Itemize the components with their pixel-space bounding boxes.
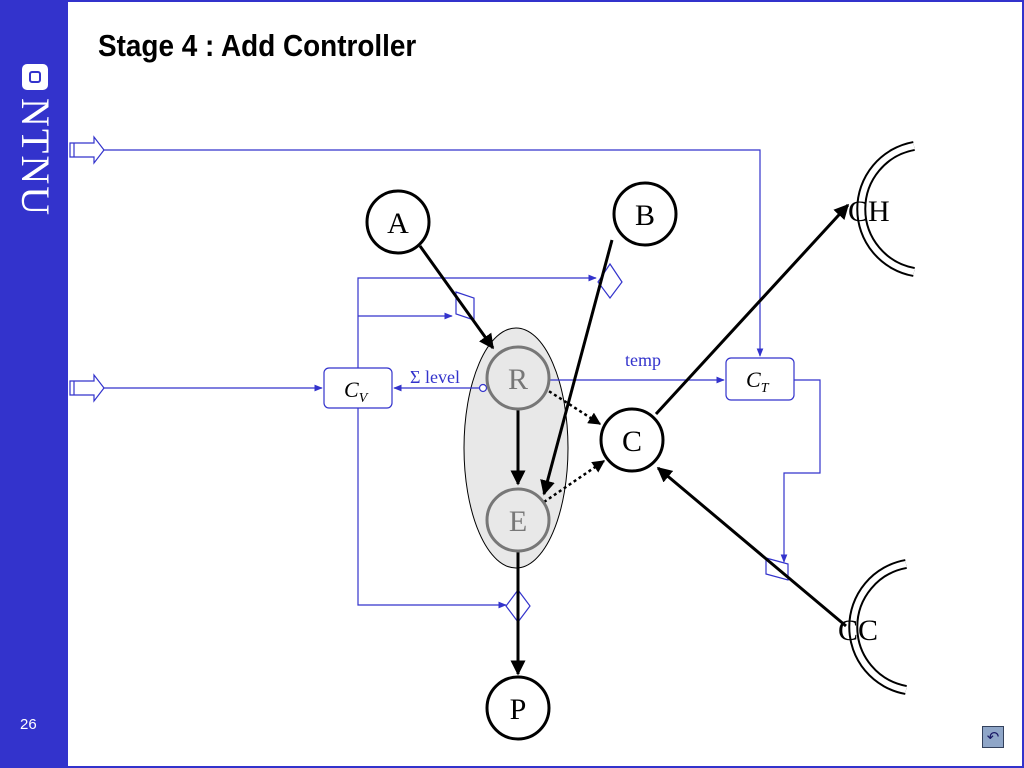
node-e: [485, 487, 551, 553]
signal-line-top: [104, 149, 764, 357]
input-arrows: [69, 135, 105, 403]
ntnu-logo-icon: [22, 64, 48, 90]
node-a-label: A: [387, 207, 409, 240]
sidebar: NTNU 26: [0, 0, 68, 768]
material-flows: [418, 203, 850, 676]
frame-top: [68, 0, 1024, 2]
level-label: Σ level: [410, 367, 460, 387]
controller-cv: [323, 367, 393, 409]
node-p: [485, 675, 551, 741]
page-number: 26: [20, 716, 37, 733]
nodes: [365, 181, 678, 741]
node-b: [612, 181, 678, 247]
return-button[interactable]: ↶: [982, 726, 1004, 748]
heat-exchangers: [848, 141, 915, 695]
node-a: [365, 189, 431, 255]
frame-bottom: [68, 766, 1024, 768]
control-lines: [104, 149, 821, 609]
cv-to-valve-b: [357, 274, 597, 370]
cv-to-valve-p: [357, 408, 507, 609]
node-c: [599, 407, 665, 473]
controller-ct: [725, 357, 795, 401]
return-arrow-icon: ↶: [986, 728, 1000, 746]
node-p-label: P: [510, 693, 527, 726]
ct-to-valve-cc: [780, 379, 821, 563]
frame-right: [1022, 0, 1024, 768]
node-cc-label: CC: [838, 614, 878, 647]
node-r-label: R: [508, 363, 528, 396]
node-b-label: B: [635, 199, 655, 232]
node-ch-label: CH: [848, 195, 890, 228]
cv-label: CV: [344, 377, 369, 406]
input-arrow-top: [69, 135, 105, 165]
node-r: [485, 345, 551, 411]
input-arrow-mid: [69, 373, 105, 403]
slide-title: Stage 4 : Add Controller: [98, 28, 417, 63]
node-e-label: E: [509, 505, 527, 538]
node-c-label: C: [622, 425, 642, 458]
ct-label: CT: [746, 367, 770, 396]
temp-label: temp: [625, 350, 661, 370]
